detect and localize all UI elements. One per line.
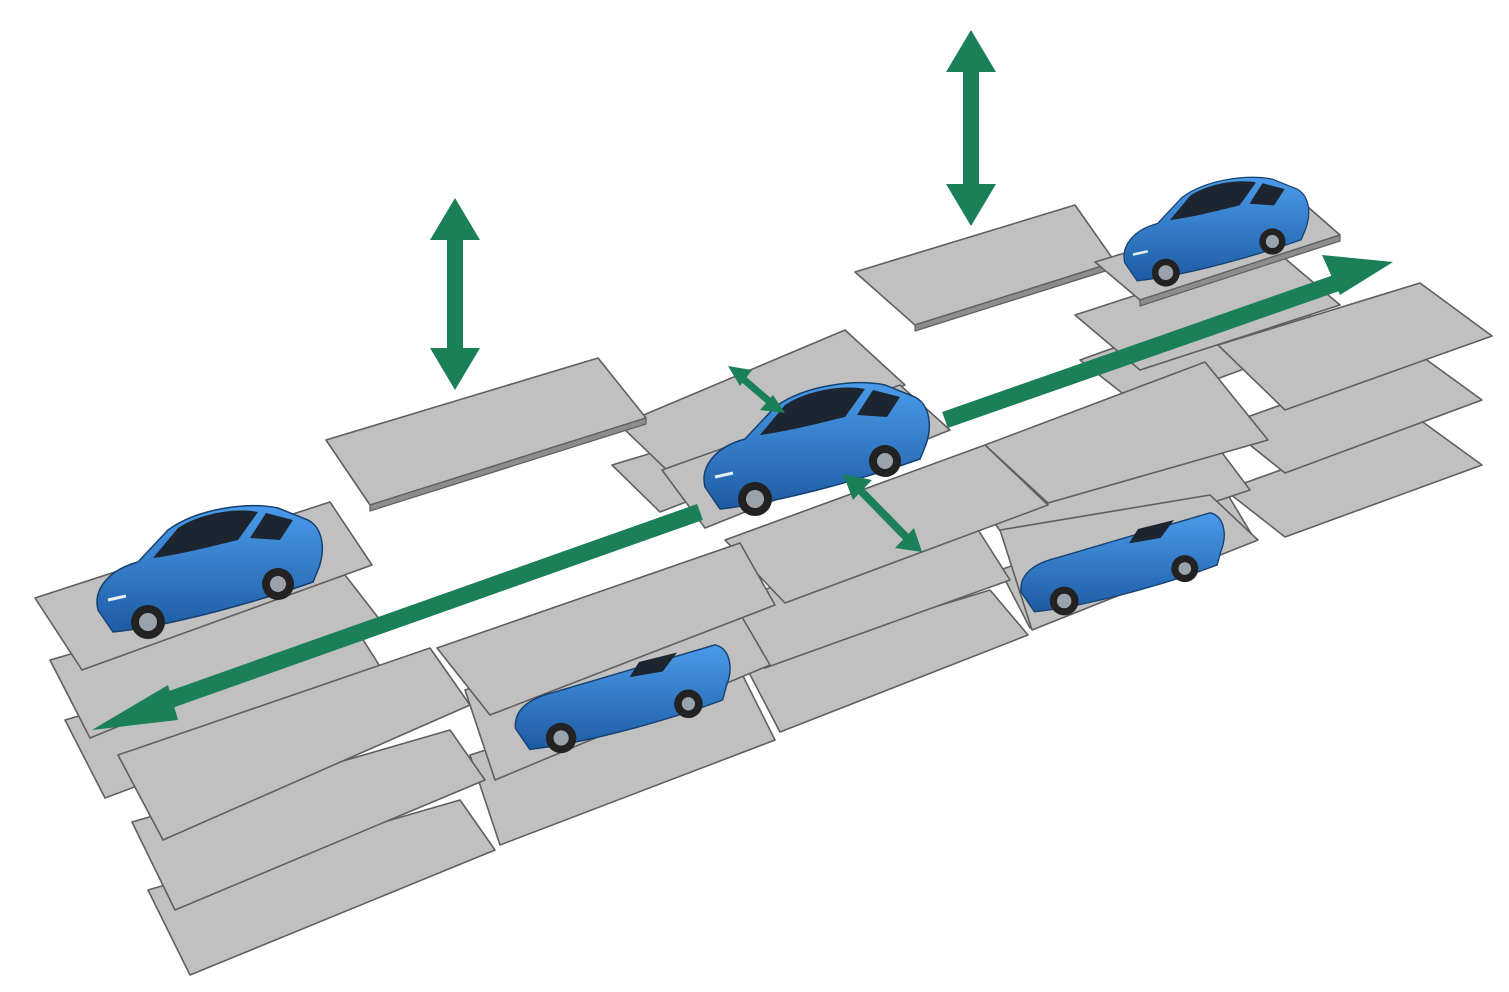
- pallet: [724, 444, 1049, 604]
- arrow-head-left: [92, 685, 178, 730]
- double-arrow-horizontal-icon: [728, 366, 785, 413]
- double-arrow-horizontal-icon: [942, 271, 1348, 429]
- pallet: [1217, 282, 1493, 411]
- arrow-head-right: [1322, 255, 1393, 295]
- pallet: [436, 542, 776, 716]
- horizontal-travel-arrow: [92, 255, 1393, 730]
- pallet: [117, 647, 471, 841]
- double-arrow-horizontal-icon: [152, 503, 703, 714]
- double-arrow-vertical-icon: [946, 30, 996, 226]
- pallet: [619, 329, 906, 476]
- pallet-edge: [1139, 234, 1341, 307]
- double-arrow-vertical-icon: [430, 198, 480, 390]
- pallet: [984, 361, 1269, 504]
- pallet-edge: [369, 417, 647, 512]
- raised-pallet-left: [325, 357, 647, 506]
- double-arrow-horizontal-icon: [843, 474, 922, 552]
